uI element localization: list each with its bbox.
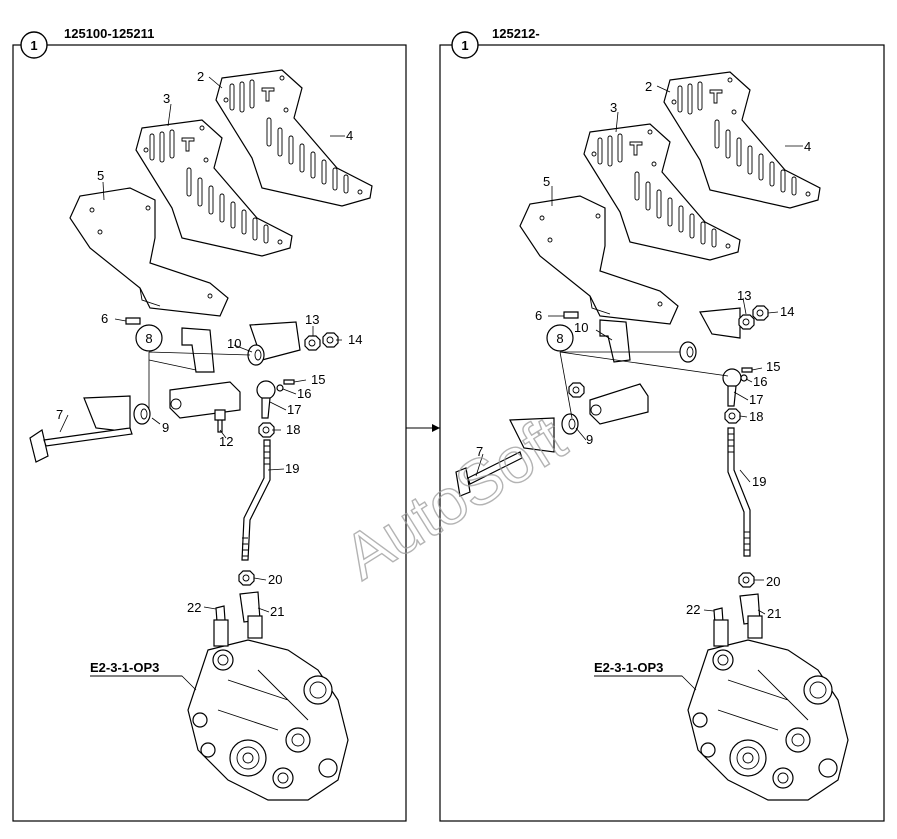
- washer-part-16: [276, 384, 284, 392]
- part-label-22: 22: [686, 602, 700, 617]
- pivot-block: [589, 383, 649, 425]
- part-label-8: 8: [556, 331, 563, 346]
- pedal-rod-part-7: [29, 427, 133, 463]
- part-label-22: 22: [187, 600, 201, 615]
- screw-part-15: [741, 367, 753, 373]
- bracket-part-10: [599, 319, 631, 363]
- callout-circle-8: [546, 324, 574, 352]
- leader-lines: [475, 85, 803, 691]
- nut: [568, 382, 585, 398]
- foot-plate-part-2: [663, 71, 821, 209]
- part-label-13: 13: [305, 312, 319, 327]
- part-label-19: 19: [285, 461, 299, 476]
- part-label-9: 9: [586, 432, 593, 447]
- part-label-21: 21: [767, 606, 781, 621]
- part-label-17: 17: [749, 392, 763, 407]
- part-label-5: 5: [543, 174, 550, 189]
- part-label-2: 2: [645, 79, 652, 94]
- nut-part-20: [738, 572, 755, 588]
- panel-left: 1 125100-125211: [12, 26, 407, 822]
- part-label-19: 19: [752, 474, 766, 489]
- part-label-20: 20: [766, 574, 780, 589]
- nut-part-14: [322, 332, 339, 348]
- washer-part-16: [740, 374, 748, 382]
- part-label-8: 8: [145, 331, 152, 346]
- part-label-14: 14: [780, 304, 794, 319]
- serial-range: 125100-125211: [64, 26, 154, 41]
- pedal-guard-left: [83, 395, 131, 433]
- part-label-9: 9: [162, 420, 169, 435]
- part-label-13: 13: [737, 288, 751, 303]
- pedal-guard-left: [509, 417, 555, 453]
- panel-index-badge: [451, 31, 479, 59]
- panel-right: 1 125212-: [439, 26, 885, 822]
- panel-frame: [12, 44, 407, 822]
- bushing-part-9: [561, 413, 579, 435]
- pedal-guard-right: [699, 307, 741, 339]
- part-label-7: 7: [476, 444, 483, 459]
- control-valve-assembly: [187, 615, 349, 801]
- bushing-part-10: [247, 344, 265, 366]
- panel-index-badge: [20, 31, 48, 59]
- control-valve-assembly: [687, 615, 849, 801]
- panel-index-label: 1: [30, 38, 37, 53]
- part-label-18: 18: [286, 422, 300, 437]
- nut-part-18: [258, 422, 275, 438]
- panel-frame: [439, 44, 885, 822]
- pedal-rod-part-7: [455, 451, 523, 497]
- cross-reference[interactable]: E2-3-1-OP3: [90, 660, 159, 675]
- part-label-6: 6: [535, 308, 542, 323]
- cross-reference[interactable]: E2-3-1-OP3: [594, 660, 663, 675]
- ball-joint-part-17: [722, 368, 742, 388]
- part-label-15: 15: [311, 372, 325, 387]
- bracket-part-10: [181, 327, 215, 373]
- part-label-6: 6: [101, 311, 108, 326]
- part-label-14: 14: [348, 332, 362, 347]
- part-label-18: 18: [749, 409, 763, 424]
- nut-part-20: [238, 570, 255, 586]
- part-label-4: 4: [804, 139, 811, 154]
- part-label-12: 12: [219, 434, 233, 449]
- part-label-15: 15: [766, 359, 780, 374]
- part-label-5: 5: [97, 168, 104, 183]
- part-label-20: 20: [268, 572, 282, 587]
- bushing-part-9: [133, 403, 151, 425]
- part-label-21: 21: [270, 604, 284, 619]
- screw-part-15: [283, 379, 295, 385]
- pivot-block: [169, 381, 241, 419]
- part-label-10: 10: [227, 336, 241, 351]
- control-rod-part-19: [241, 439, 271, 561]
- part-label-3: 3: [610, 100, 617, 115]
- bolt-part-6: [125, 317, 141, 325]
- ball-joint-part-17: [256, 380, 276, 400]
- fitting-part-12: [214, 409, 226, 433]
- part-label-10: 10: [574, 320, 588, 335]
- part-label-16: 16: [297, 386, 311, 401]
- washer-part-13: [304, 335, 321, 351]
- part-label-3: 3: [163, 91, 170, 106]
- part-label-2: 2: [197, 69, 204, 84]
- bushing-part-10: [679, 341, 697, 363]
- serial-range: 125212-: [492, 26, 540, 41]
- part-label-4: 4: [346, 128, 353, 143]
- part-label-16: 16: [753, 374, 767, 389]
- panel-separator: [406, 424, 440, 432]
- bolt-part-6: [563, 311, 579, 319]
- control-rod-part-19: [727, 427, 751, 557]
- part-label-7: 7: [56, 407, 63, 422]
- nut-part-18: [724, 408, 741, 424]
- nut-part-14: [752, 305, 769, 321]
- callout-circle-8: [135, 324, 163, 352]
- part-label-17: 17: [287, 402, 301, 417]
- washer-part-13: [738, 314, 755, 330]
- panel-index-label: 1: [461, 38, 468, 53]
- watermark: AutoSoft: [331, 402, 578, 593]
